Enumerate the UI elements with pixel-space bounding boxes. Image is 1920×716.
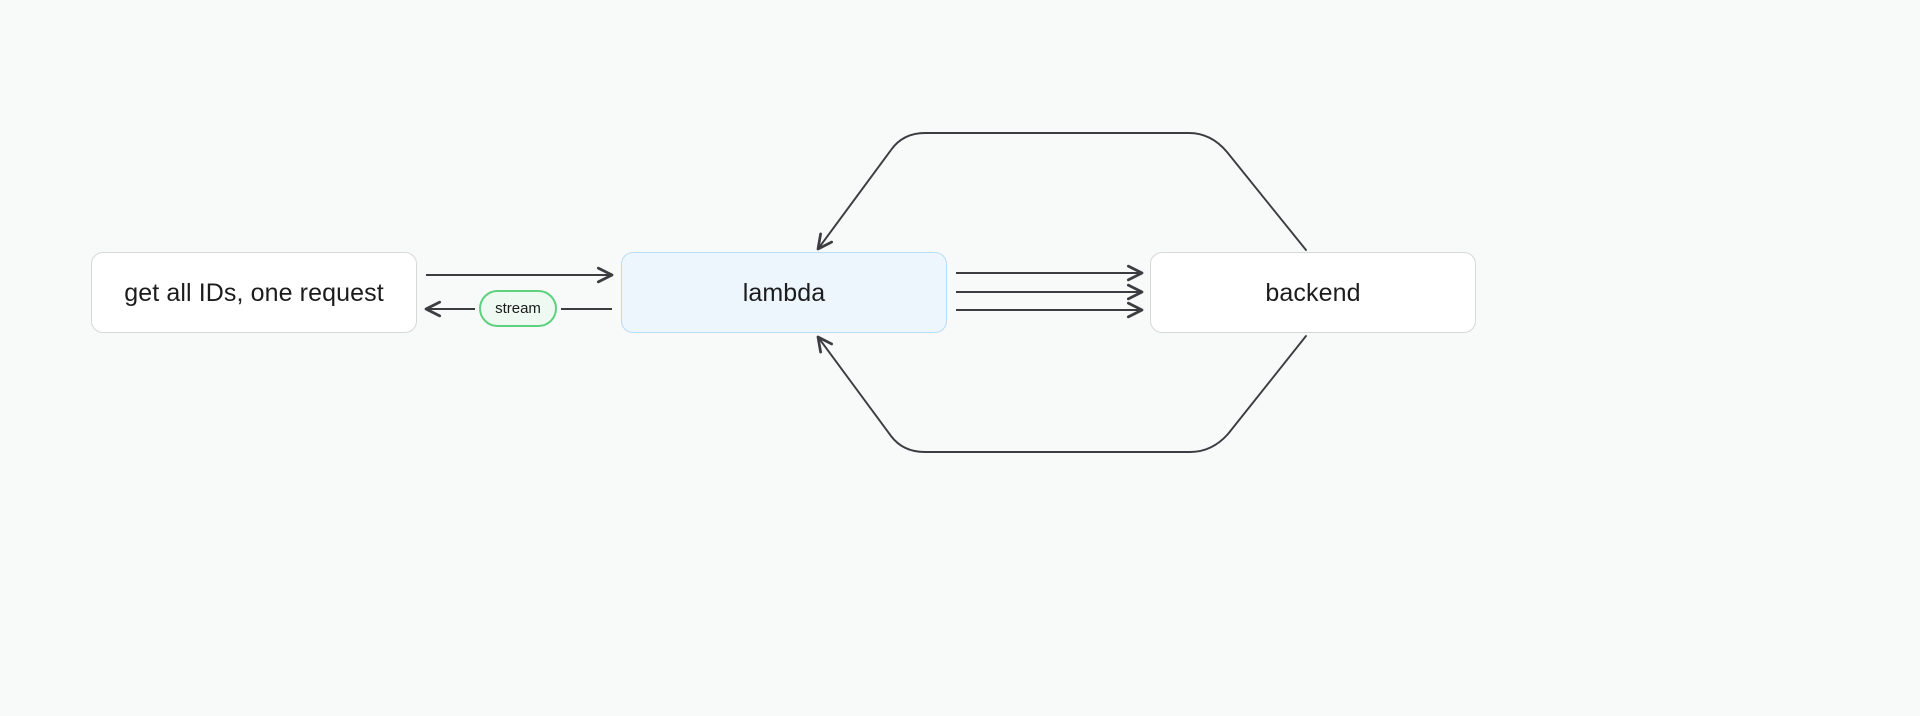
edge-label-stream-text: stream bbox=[495, 300, 541, 317]
edge-backend-to-lambda-bottom bbox=[816, 335, 1307, 453]
node-backend[interactable]: backend bbox=[1150, 252, 1476, 333]
node-lambda-label: lambda bbox=[742, 278, 826, 307]
node-backend-label: backend bbox=[1265, 278, 1361, 307]
edge-backend-to-lambda-top bbox=[816, 132, 1307, 251]
edge-label-stream[interactable]: stream bbox=[479, 290, 557, 327]
node-client[interactable]: get all IDs, one request bbox=[91, 252, 417, 333]
node-client-label: get all IDs, one request bbox=[124, 278, 384, 307]
node-lambda[interactable]: lambda bbox=[621, 252, 947, 333]
